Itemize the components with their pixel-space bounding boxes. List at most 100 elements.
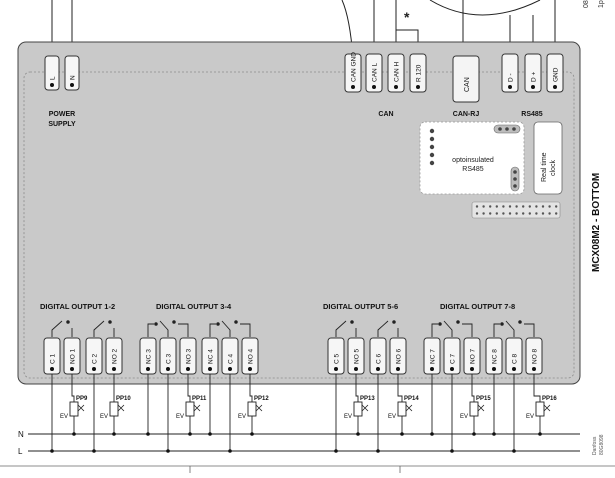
output-terminal-label: NO 3 [186,348,193,364]
output-terminal: NO 3 [179,337,197,375]
can-terminal-label: CAN L [372,62,379,82]
valve-ev-label: EV [100,414,108,420]
output-terminal: C 5 [327,337,345,375]
valve-pp-label: PP13 [360,396,375,402]
output-terminal-label: NO 4 [248,348,255,364]
live-line-label: L [18,447,23,456]
valve-pp-label: PP9 [76,396,88,402]
output-terminal-label: NO 8 [532,348,539,364]
valve-pp-label: PP12 [254,396,269,402]
rs485-terminal: GND [546,53,564,93]
output-terminal: NO 7 [463,337,481,375]
can-rj-connector [452,55,480,103]
supply-lines [28,433,580,452]
output-wiring [50,374,542,453]
real-time-clock-label: Real time [541,152,548,182]
output-terminal: NC 3 [139,337,157,375]
valve-pp-label: PP14 [404,396,419,402]
pin-header [471,201,561,219]
output-terminal-label: C 1 [50,354,57,365]
can-label: CAN [378,111,393,118]
output-terminal-label: NO 5 [354,348,361,364]
danfoss-code: 80G8098 [599,434,605,455]
output-terminal-label: C 4 [228,354,235,365]
module-pins [429,124,521,192]
output-terminal: C 6 [369,337,387,375]
output-terminal: NO 2 [105,337,123,375]
output-terminal-label: NC 4 [208,349,215,364]
valves: PP9EVPP10EVPP11EVPP12EVPP13EVPP14EVPP15E… [60,396,557,420]
optoinsulated-label-2: RS485 [462,166,484,173]
real-time-clock-label-2: clock [550,160,557,176]
valve-ev-label: EV [526,414,534,420]
relay-symbols [51,320,535,337]
output-terminal: NO 1 [63,337,81,375]
valve-pp-label: PP10 [116,396,131,402]
can-rj-label: CAN-RJ [453,111,480,118]
can-terminal-label: R 120 [416,64,423,82]
controller-inner-outline [23,71,575,379]
digital-output-7-8-label: DIGITAL OUTPUT 7-8 [440,302,515,311]
output-terminal: C 7 [443,337,461,375]
output-terminal: NO 4 [241,337,259,375]
output-terminal-label: NO 2 [112,348,119,364]
power-terminal: N [64,55,80,91]
output-terminal: C 4 [221,337,239,375]
valve-ev-label: EV [460,414,468,420]
top-right-note: 08 [583,0,590,8]
power-terminal-label: N [70,75,77,80]
rs485-label: RS485 [521,111,543,118]
output-terminal-label: NO 7 [470,348,477,364]
power-terminal-label: L [50,76,57,80]
can-rj-terminal-label: CAN [464,77,471,92]
power-terminal: L [44,55,60,91]
model-title: MCX08M2 - BOTTOM [591,173,602,272]
output-terminal: C 1 [43,337,61,375]
valve-ev-label: EV [60,414,68,420]
output-terminal: C 2 [85,337,103,375]
optoinsulated-rs485-module [419,121,525,195]
output-terminal-label: C 6 [376,354,383,365]
rs485-terminal: D + [524,53,542,93]
valve-ev-label: EV [238,414,246,420]
bottom-frame [0,465,615,473]
rs485-terminal-label: D + [531,72,538,83]
output-terminal-label: NO 1 [70,348,77,364]
output-terminal-label: C 7 [450,354,457,365]
output-terminal: C 3 [159,337,177,375]
output-terminal-label: NC 8 [492,349,499,364]
valve-pp-label: PP16 [542,396,557,402]
top-right-note-2: 1p [598,0,605,8]
danfoss-mark: Danfoss [592,436,598,455]
output-terminal: NO 5 [347,337,365,375]
output-terminal: NC 7 [423,337,441,375]
rs485-terminal: D - [501,53,519,93]
can-terminal: CAN L [365,53,383,93]
valve-pp-label: PP11 [192,396,207,402]
output-terminal-label: NC 7 [430,349,437,364]
valve-ev-label: EV [176,414,184,420]
can-terminal: R 120 [409,53,427,93]
valve-pp-label: PP15 [476,396,491,402]
can-terminal-label: CAN H [394,61,401,82]
output-terminal-label: NC 3 [146,349,153,364]
output-terminal-label: C 8 [512,354,519,365]
output-terminal: NO 8 [525,337,543,375]
output-terminal: NO 6 [389,337,407,375]
power-supply-label: POWER [49,111,75,118]
output-terminal: NC 4 [201,337,219,375]
output-terminal-label: C 3 [166,354,173,365]
power-supply-label-2: SUPPLY [48,121,76,128]
output-terminal-label: NO 6 [396,348,403,364]
neutral-line-label: N [18,430,24,439]
